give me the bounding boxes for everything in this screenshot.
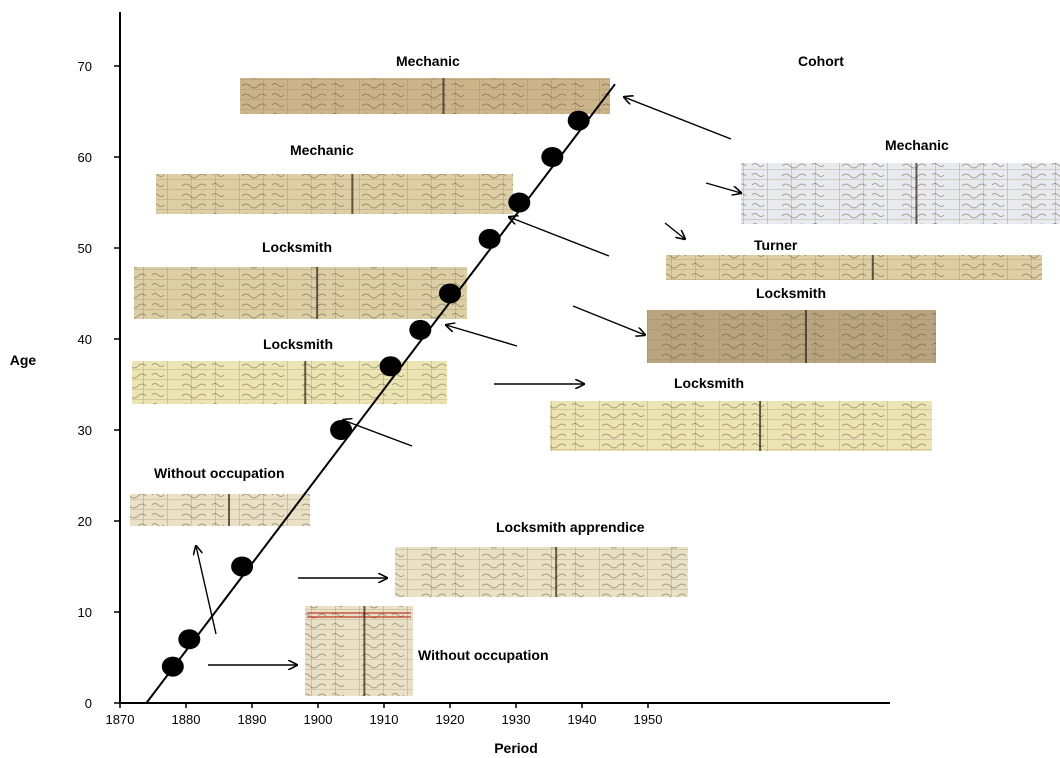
x-tick-label: 1880: [172, 712, 201, 727]
arrow-without-occupation-2: [196, 546, 217, 635]
cohort-point: [409, 319, 432, 340]
cohort-points: [161, 110, 590, 677]
arrow-turner: [664, 222, 685, 239]
label-locksmith-1: Locksmith: [674, 375, 744, 391]
y-tick-label: 40: [78, 332, 92, 347]
cohort-point: [231, 556, 254, 577]
record-labels: Without occupation Without occupation Lo…: [154, 53, 949, 663]
y-axis-label: Age: [10, 352, 37, 368]
x-tick-label: 1930: [502, 712, 531, 727]
arrow-locksmith-2: [343, 420, 413, 447]
x-axis-label: Period: [494, 740, 538, 756]
y-tick-label: 70: [78, 59, 92, 74]
arrow-locksmith-3: [446, 325, 518, 347]
cohort-line: [145, 83, 616, 704]
cohort-point: [161, 656, 184, 677]
x-tick-label: 1900: [304, 712, 333, 727]
x-axis-ticks: 1870 1880 1890 1900 1910 1920 1930 1940 1950: [106, 703, 663, 727]
arrow-locksmith-4: [572, 305, 645, 335]
label-mechanic-2: Mechanic: [885, 137, 949, 153]
label-turner: Turner: [754, 237, 798, 253]
record-handwriting: [134, 267, 467, 319]
x-tick-label: 1950: [634, 712, 663, 727]
arrow-mechanic-1: [509, 217, 610, 257]
x-tick-label: 1920: [436, 712, 465, 727]
cohort-point: [567, 110, 590, 131]
label-mechanic-1: Mechanic: [290, 142, 354, 158]
label-mechanic-3: Mechanic: [396, 53, 460, 69]
y-tick-label: 30: [78, 423, 92, 438]
cohort-point: [439, 283, 461, 304]
label-locksmith-4: Locksmith: [756, 285, 826, 301]
arrow-mechanic-3: [624, 97, 732, 140]
connector-arrows: [196, 97, 741, 665]
y-tick-label: 50: [78, 241, 92, 256]
y-tick-label: 0: [85, 696, 92, 711]
x-tick-label: 1910: [370, 712, 399, 727]
arrow-mechanic-2: [705, 182, 741, 193]
y-axis-ticks: 0 10 20 30 40 50 60 70: [78, 59, 120, 711]
label-without-occupation-1: Without occupation: [418, 647, 549, 663]
record-handwriting: [305, 606, 413, 696]
label-locksmith-3: Locksmith: [262, 239, 332, 255]
record-handwriting: [130, 494, 310, 526]
census-record-images: [130, 78, 1060, 696]
x-tick-label: 1890: [238, 712, 267, 727]
cohort-point: [330, 420, 353, 440]
record-handwriting: [741, 163, 1060, 224]
y-tick-label: 60: [78, 150, 92, 165]
record-handwriting: [550, 401, 932, 451]
record-handwriting: [647, 310, 936, 363]
x-tick-label: 1870: [106, 712, 135, 727]
y-tick-label: 10: [78, 605, 92, 620]
cohort-point: [508, 192, 531, 213]
record-handwriting: [395, 547, 688, 597]
x-tick-label: 1940: [568, 712, 597, 727]
y-tick-label: 20: [78, 514, 92, 529]
record-image-without-occupation-1: [305, 606, 413, 696]
cohort-point: [541, 147, 564, 167]
label-without-occupation-2: Without occupation: [154, 465, 285, 481]
cohort-point: [178, 629, 201, 650]
cohort-point: [379, 356, 402, 377]
label-cohort: Cohort: [798, 53, 844, 69]
cohort-point: [478, 228, 501, 249]
label-locksmith-apprentice: Locksmith apprendice: [496, 519, 645, 535]
label-locksmith-2: Locksmith: [263, 336, 333, 352]
record-handwriting: [666, 255, 1042, 280]
record-handwriting: [240, 78, 610, 114]
record-handwriting: [156, 174, 513, 214]
